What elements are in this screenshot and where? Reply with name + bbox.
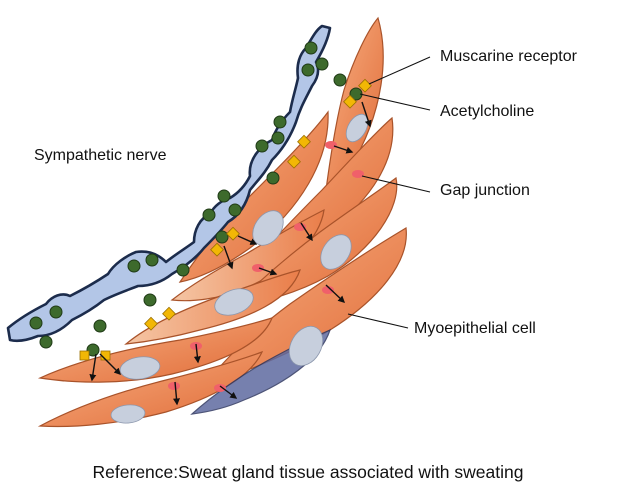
acetylcholine-molecule bbox=[145, 253, 159, 267]
acetylcholine-molecule bbox=[127, 259, 141, 273]
signal-arrow bbox=[193, 343, 201, 364]
nucleus bbox=[288, 325, 324, 367]
acetylcholine-molecule bbox=[304, 41, 318, 55]
signal-arrow bbox=[258, 267, 278, 276]
acetylcholine-molecule bbox=[255, 139, 269, 153]
nucleus bbox=[110, 404, 146, 424]
acetylcholine-molecule bbox=[315, 57, 329, 71]
muscarine-receptor bbox=[226, 226, 240, 241]
acetylcholine-molecule bbox=[176, 263, 190, 277]
gap-junctions bbox=[168, 141, 364, 392]
acetylcholine-molecule bbox=[333, 73, 347, 87]
cell-nuclei bbox=[110, 113, 369, 424]
myoepithelial-cell bbox=[37, 350, 264, 428]
muscarine-receptor bbox=[358, 78, 372, 93]
signal-arrow bbox=[223, 245, 234, 270]
gap-junction bbox=[352, 170, 364, 178]
label-muscarine-receptor: Muscarine receptor bbox=[440, 48, 578, 65]
gap-junction bbox=[214, 384, 226, 392]
leader-line-acetylcholine bbox=[359, 93, 431, 111]
nucleus bbox=[320, 234, 352, 270]
acetylcholine-molecule bbox=[202, 208, 216, 222]
acetylcholine-molecule bbox=[39, 335, 53, 349]
gap-junction bbox=[325, 141, 337, 149]
nucleus bbox=[214, 288, 254, 316]
signal-arrow bbox=[361, 101, 372, 128]
myoepithelial-cell bbox=[37, 317, 274, 383]
signal-arrow bbox=[99, 353, 121, 375]
leader-line-myoepithelial bbox=[347, 313, 409, 329]
acetylcholine-molecule bbox=[143, 293, 157, 307]
signal-arrow bbox=[89, 353, 97, 382]
signal-arrow bbox=[237, 235, 258, 245]
acetylcholine-molecules bbox=[29, 41, 363, 357]
acetylcholine-molecule bbox=[217, 189, 231, 203]
myoepithelial-cell bbox=[124, 269, 301, 345]
signal-arrow bbox=[173, 381, 180, 406]
acetylcholine-molecule bbox=[301, 63, 315, 77]
muscarine-receptor bbox=[287, 154, 301, 169]
caption: Reference:Sweat gland tissue associated … bbox=[93, 462, 524, 482]
label-acetylcholine: Acetylcholine bbox=[440, 103, 534, 120]
label-myoepithelial-cell: Myoepithelial cell bbox=[414, 320, 536, 337]
acetylcholine-molecule bbox=[266, 171, 280, 185]
muscarine-receptor bbox=[210, 242, 224, 257]
acetylcholine-molecule bbox=[86, 343, 100, 357]
signal-arrow bbox=[333, 145, 354, 154]
nucleus bbox=[345, 113, 369, 143]
signal-arrow bbox=[300, 222, 313, 242]
gap-junction bbox=[168, 382, 180, 390]
signal-arrows bbox=[89, 101, 372, 406]
leader-line-muscarine bbox=[368, 56, 431, 85]
muscarine-receptor bbox=[79, 350, 90, 361]
myoepithelial-cells bbox=[37, 16, 407, 428]
gap-junction bbox=[252, 264, 264, 272]
leader-line-gap-junction bbox=[361, 175, 431, 193]
acetylcholine-molecule bbox=[29, 316, 43, 330]
muscarine-receptor bbox=[144, 316, 158, 331]
gap-junction bbox=[322, 286, 334, 294]
label-gap-junction: Gap junction bbox=[440, 182, 530, 199]
acetylcholine-molecule bbox=[49, 305, 63, 319]
acetylcholine-molecule bbox=[228, 203, 242, 217]
acetylcholine-molecule bbox=[273, 115, 287, 129]
muscarine-receptor bbox=[162, 306, 176, 321]
muscarine-receptor bbox=[297, 134, 311, 149]
label-sympathetic-nerve: Sympathetic nerve bbox=[34, 147, 167, 164]
muscarine-receptor bbox=[343, 94, 357, 109]
acetylcholine-molecule bbox=[271, 131, 285, 145]
muscarine-receptors bbox=[79, 78, 372, 361]
signal-arrow bbox=[325, 284, 346, 303]
signal-arrow bbox=[219, 385, 238, 399]
acetylcholine-molecule bbox=[93, 319, 107, 333]
acetylcholine-molecule bbox=[215, 230, 229, 244]
leader-lines bbox=[347, 56, 431, 329]
